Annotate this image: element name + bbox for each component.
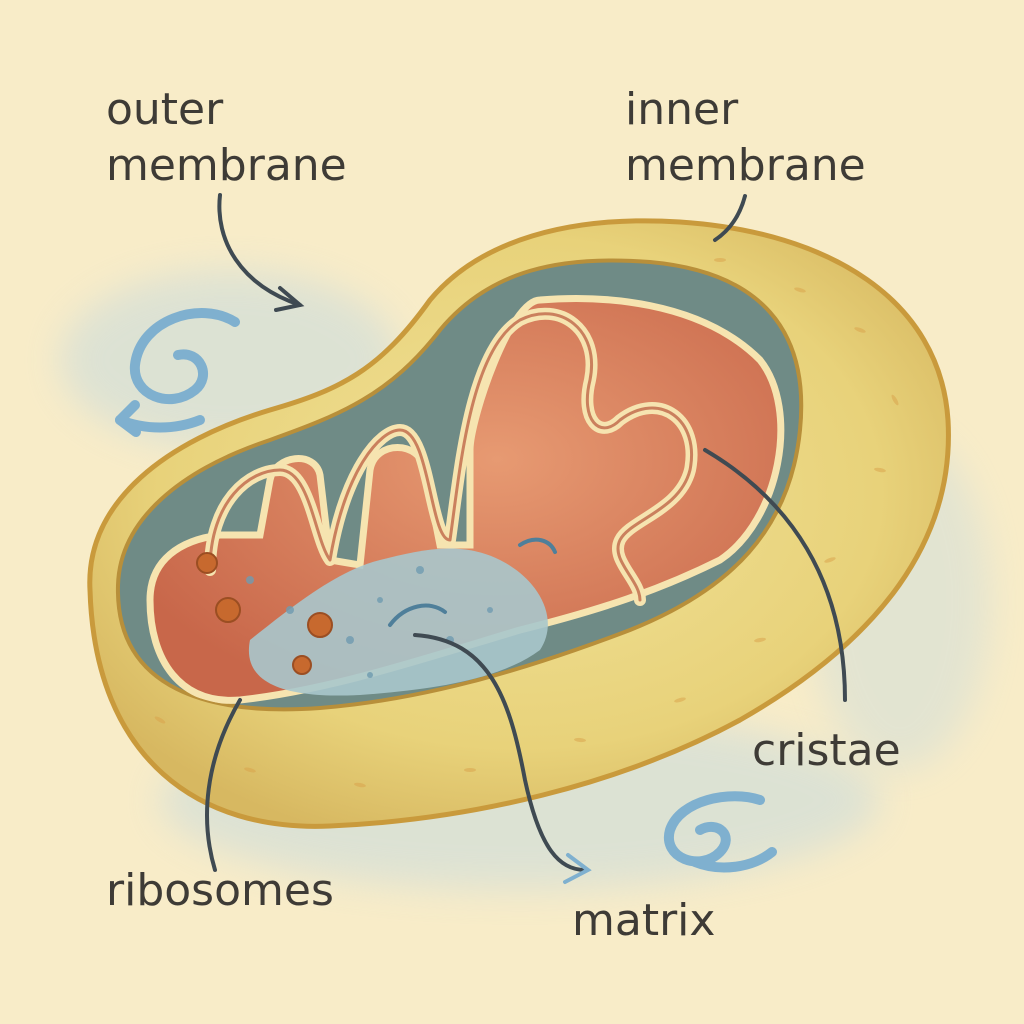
inner-membrane-line1: inner — [625, 84, 739, 135]
outer-membrane-line2: membrane — [106, 140, 347, 191]
inner-membrane-line2: membrane — [625, 140, 866, 191]
outer-membrane-line1: outer — [106, 84, 224, 135]
label-outer-membrane: outer membrane — [106, 84, 347, 191]
label-inner-membrane: inner membrane — [625, 84, 866, 191]
label-cristae: cristae — [752, 725, 901, 776]
label-matrix: matrix — [572, 895, 715, 946]
label-ribosomes: ribosomes — [106, 865, 334, 916]
